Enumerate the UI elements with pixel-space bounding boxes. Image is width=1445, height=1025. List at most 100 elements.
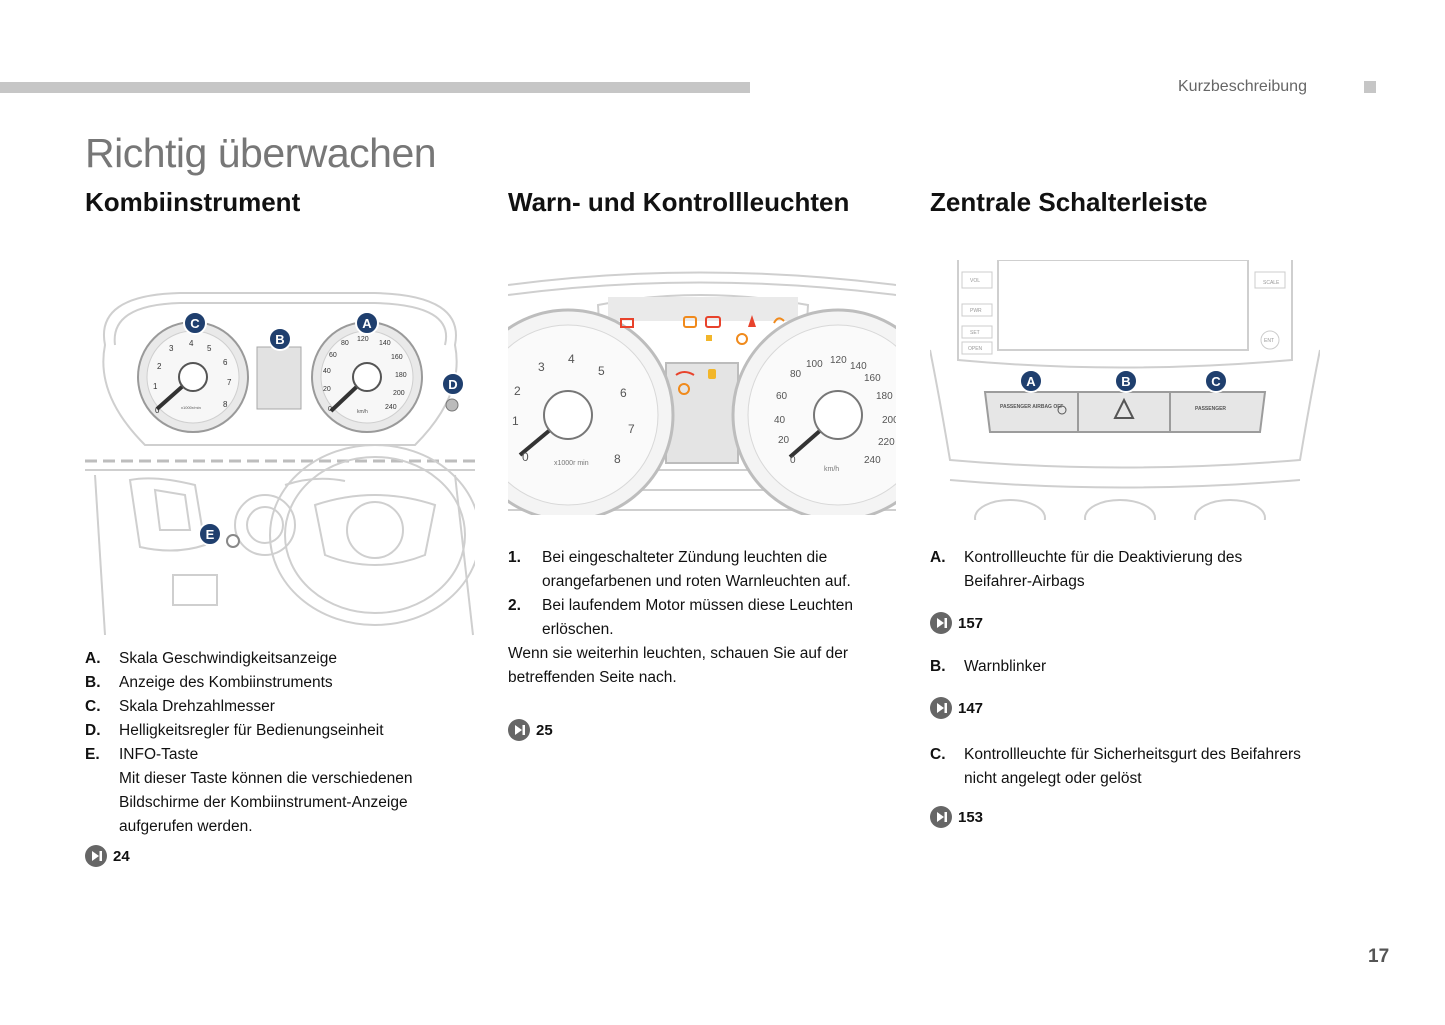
tacho-unit-2: x1000r min — [554, 460, 589, 467]
callout-a: A — [355, 311, 379, 335]
svg-text:B: B — [1121, 374, 1130, 389]
tacho-unit: x1000r/min — [181, 405, 201, 410]
heading-schalterleiste: Zentrale Schalterleiste — [930, 187, 1208, 217]
svg-text:C: C — [1211, 374, 1221, 389]
svg-text:120: 120 — [830, 355, 847, 366]
svg-text:20: 20 — [323, 386, 331, 393]
svg-text:D: D — [448, 377, 457, 392]
callout-e: E — [198, 522, 222, 546]
callout-b: B — [268, 327, 292, 351]
svg-text:0: 0 — [155, 406, 160, 415]
callout-b-switch: B — [1114, 369, 1138, 393]
svg-text:200: 200 — [882, 415, 896, 426]
svg-text:5: 5 — [207, 344, 212, 353]
page-reference[interactable]: 147 — [930, 697, 983, 719]
page-link-icon — [930, 612, 952, 634]
svg-text:7: 7 — [227, 378, 232, 387]
warnleuchten-note: Wenn sie weiterhin leuchten, schauen Sie… — [508, 645, 849, 686]
list-item: C.Skala Drehzahlmesser — [85, 698, 275, 715]
svg-text:6: 6 — [620, 386, 627, 400]
svg-text:140: 140 — [379, 340, 391, 347]
svg-text:OPEN: OPEN — [968, 346, 983, 352]
page-link-icon — [85, 845, 107, 867]
list-item: D.Helligkeitsregler für Bedienungseinhei… — [85, 722, 384, 739]
svg-text:180: 180 — [395, 372, 407, 379]
callout-d: D — [441, 372, 465, 396]
svg-text:2: 2 — [157, 362, 162, 371]
page-link-icon — [930, 697, 952, 719]
svg-text:4: 4 — [189, 339, 194, 348]
header-bar — [0, 82, 750, 93]
list-item: A.Skala Geschwindigkeitsanzeige — [85, 650, 337, 667]
svg-text:5: 5 — [598, 364, 605, 378]
page-title: Richtig überwachen — [85, 130, 437, 176]
svg-text:240: 240 — [864, 455, 881, 466]
page-link-icon — [930, 806, 952, 828]
page-link-icon — [508, 719, 530, 741]
svg-text:B: B — [275, 332, 284, 347]
page-reference[interactable]: 157 — [930, 612, 983, 634]
svg-text:40: 40 — [323, 368, 331, 375]
schalterleiste-item-b: B.Warnblinker — [930, 658, 1047, 675]
speed-unit: km/h — [357, 409, 368, 415]
svg-text:E: E — [206, 527, 215, 542]
svg-text:160: 160 — [864, 373, 881, 384]
section-marker — [1364, 81, 1376, 93]
svg-text:0: 0 — [522, 450, 529, 464]
schalterleiste-item-a: A.Kontrollleuchte für die Deaktivierung … — [930, 549, 1243, 590]
list-item-note: Mit dieser Taste können die verschiedene… — [119, 770, 413, 835]
page-reference[interactable]: 153 — [930, 806, 983, 828]
page-reference[interactable]: 24 — [85, 845, 130, 867]
switch-bar-figure: VOL PWR SET OPEN SCALE ENT PASSENGER AIR… — [930, 260, 1320, 520]
svg-text:8: 8 — [614, 452, 621, 466]
svg-text:200: 200 — [393, 390, 405, 397]
svg-text:80: 80 — [790, 369, 802, 380]
svg-text:60: 60 — [776, 391, 788, 402]
page-reference[interactable]: 25 — [508, 719, 553, 741]
warning-lamps — [620, 315, 785, 395]
svg-text:PWR: PWR — [970, 308, 982, 314]
schalterleiste-item-c: C.Kontrollleuchte für Sicherheitsgurt de… — [930, 746, 1301, 787]
svg-text:80: 80 — [341, 340, 349, 347]
svg-text:60: 60 — [329, 352, 337, 359]
passenger-airbag-off-label: PASSENGER AIRBAG OFF — [1000, 404, 1063, 410]
section-name: Kurzbeschreibung — [1178, 78, 1307, 95]
svg-text:0: 0 — [790, 455, 796, 466]
svg-text:SET: SET — [970, 330, 980, 336]
svg-text:7: 7 — [628, 422, 635, 436]
list-item: E.INFO-Taste — [85, 746, 199, 763]
warnleuchten-list: 1.Bei eingeschalteter Zündung leuchten d… — [508, 546, 873, 690]
svg-text:140: 140 — [850, 361, 867, 372]
svg-text:20: 20 — [778, 435, 790, 446]
svg-text:0: 0 — [328, 406, 332, 413]
svg-text:1: 1 — [512, 414, 519, 428]
callout-a-switch: A — [1019, 369, 1043, 393]
passenger-label: PASSENGER — [1195, 406, 1226, 412]
svg-text:40: 40 — [774, 415, 786, 426]
svg-text:2: 2 — [514, 384, 521, 398]
heading-kombiinstrument: Kombiinstrument — [85, 187, 301, 217]
svg-text:SCALE: SCALE — [1263, 280, 1280, 286]
svg-text:220: 220 — [878, 437, 895, 448]
callout-c-switch: C — [1204, 369, 1228, 393]
callout-c: C — [183, 311, 207, 335]
list-item: B.Anzeige des Kombiinstruments — [85, 674, 333, 691]
svg-text:100: 100 — [806, 359, 823, 370]
page-number: 17 — [1368, 946, 1390, 967]
svg-text:1: 1 — [153, 382, 158, 391]
svg-text:A: A — [1026, 374, 1036, 389]
svg-text:VOL: VOL — [970, 278, 980, 284]
svg-text:120: 120 — [357, 336, 369, 343]
svg-text:240: 240 — [385, 404, 397, 411]
list-item: 1.Bei eingeschalteter Zündung leuchten d… — [508, 549, 851, 590]
svg-text:3: 3 — [538, 360, 545, 374]
heading-warnleuchten: Warn- und Kontrollleuchten — [508, 187, 850, 217]
svg-text:ENT: ENT — [1264, 338, 1274, 344]
speed-unit-2: km/h — [824, 466, 839, 473]
svg-text:180: 180 — [876, 391, 893, 402]
svg-text:160: 160 — [391, 354, 403, 361]
svg-text:C: C — [190, 316, 200, 331]
list-item: 2.Bei laufendem Motor müssen diese Leuch… — [508, 597, 854, 638]
